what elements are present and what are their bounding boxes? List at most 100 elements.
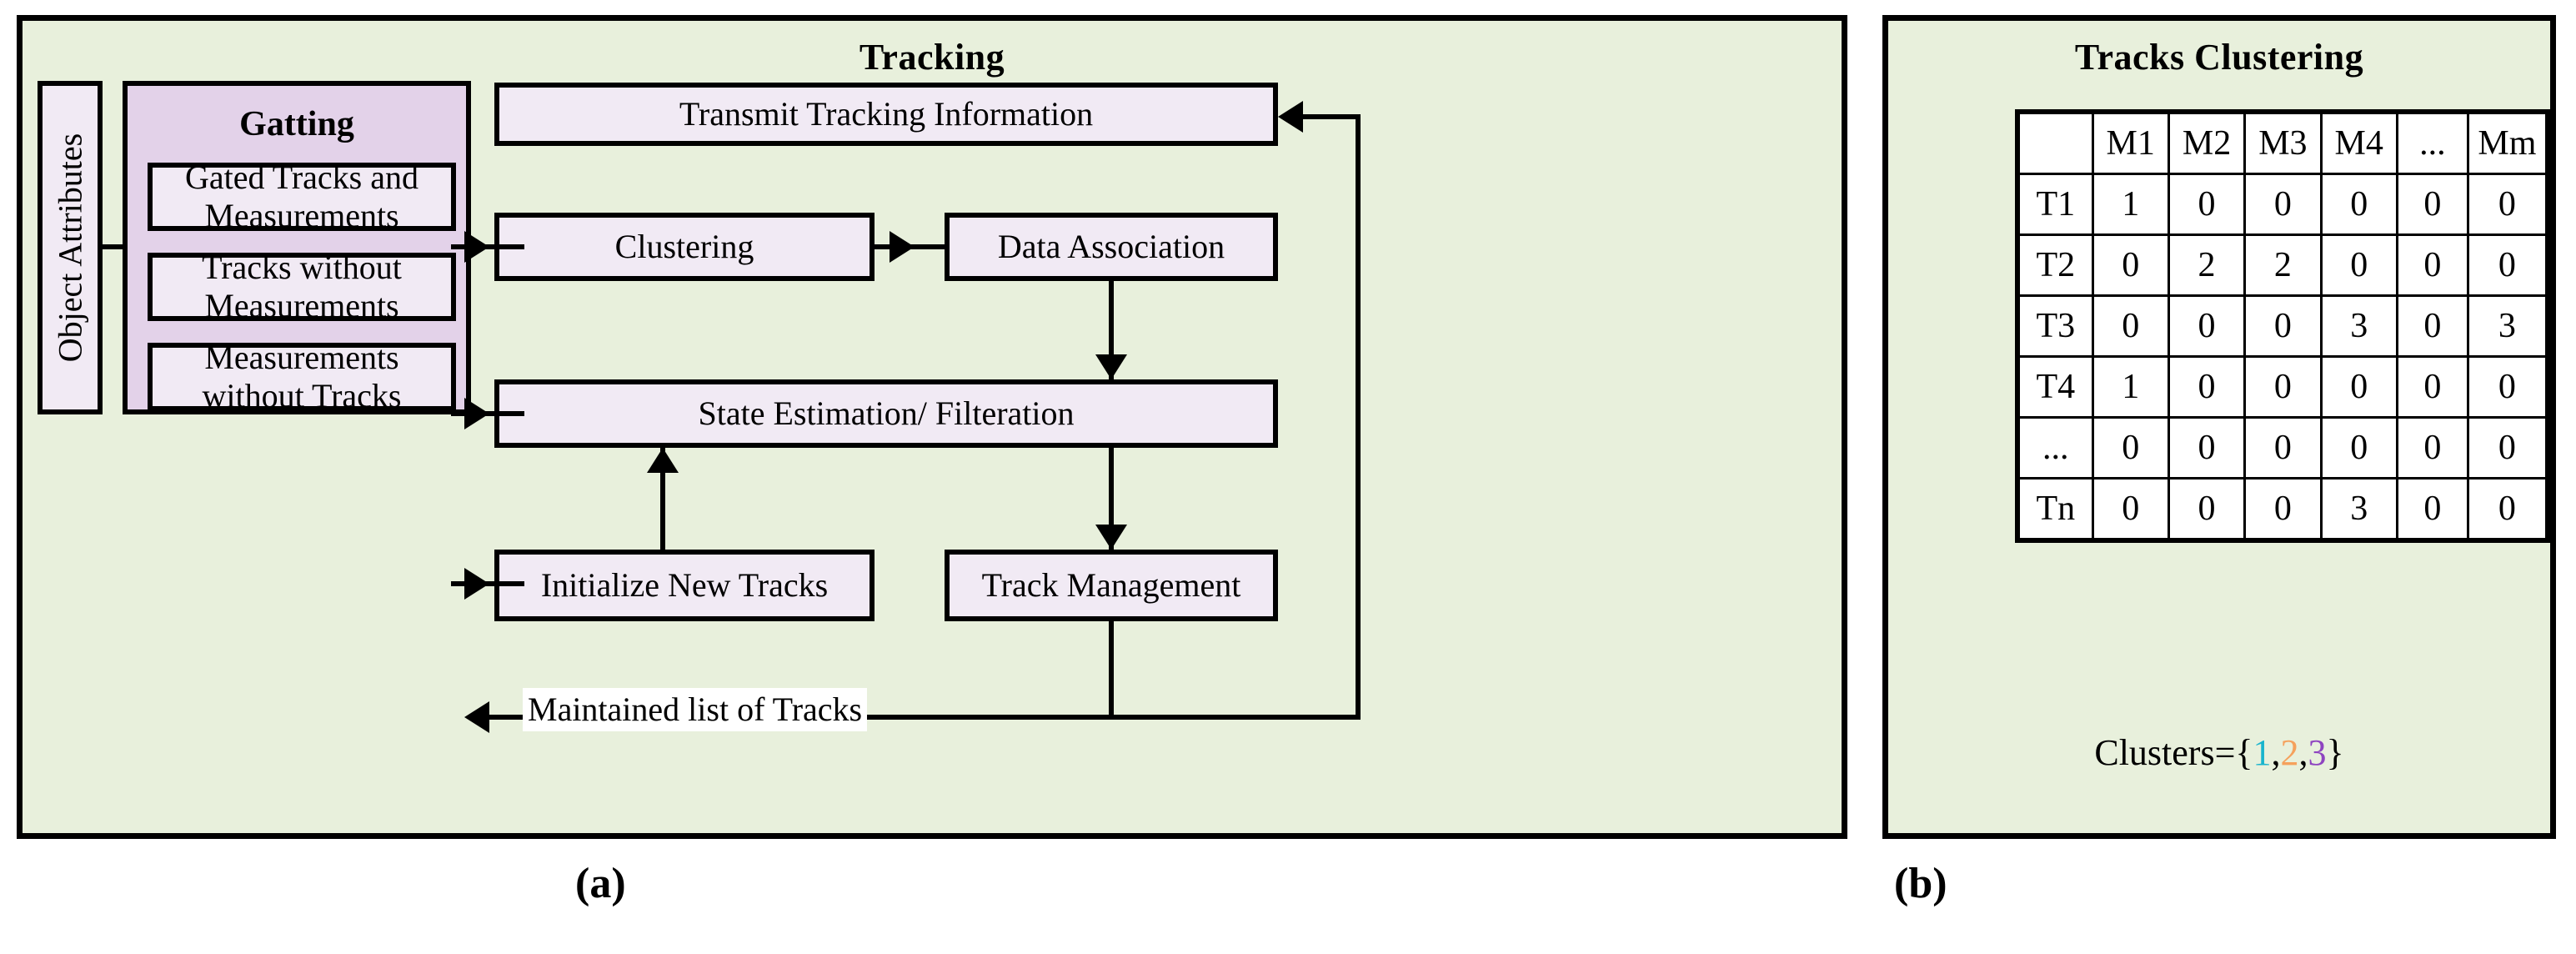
edge-riser-to-transmit: [1283, 114, 1360, 119]
arrowhead-riser-to-transmit: [1278, 101, 1303, 133]
cluster-id-1: 1: [2253, 732, 2272, 773]
tracks-without-measurements-box[interactable]: Tracks without Measurements: [148, 249, 456, 324]
arrowhead-measurements-without-to-initialize: [464, 568, 489, 600]
tracking-panel-title: Tracking: [859, 37, 1005, 78]
matrix-cell: 3: [2319, 477, 2398, 542]
matrix-cell: 1: [2091, 173, 2170, 236]
object-attributes-block: Object Attributes: [38, 81, 103, 414]
track-management-box[interactable]: Track Management: [945, 550, 1278, 621]
arrowhead-initialize-to-state-estimation: [647, 448, 679, 473]
matrix-corner-cell: [2016, 110, 2094, 175]
matrix-cell: 0: [2243, 173, 2323, 236]
arrowhead-clustering-to-data-association: [890, 231, 915, 263]
object-attributes-label: Object Attributes: [51, 133, 89, 363]
matrix-cell: 3: [2466, 294, 2549, 358]
matrix-cell: 0: [2243, 294, 2323, 358]
edge-data-association-to-state-estimation: [1109, 279, 1114, 381]
matrix-cell: 0: [2167, 355, 2247, 419]
matrix-cell: 0: [2466, 233, 2549, 297]
state-estimation-filteration-box[interactable]: State Estimation/ Filteration: [494, 379, 1278, 448]
matrix-cell: 0: [2167, 416, 2247, 480]
tracking-panel: Tracking Object Attributes Gatting Gated…: [17, 15, 1847, 839]
arrowhead-state-estimation-to-track-management: [1095, 525, 1127, 550]
cluster-id-2: 2: [2280, 732, 2299, 773]
matrix-row-header-...: ...: [2016, 416, 2094, 480]
caption-a: (a): [575, 860, 626, 907]
matrix-cell: 0: [2319, 416, 2398, 480]
matrix-cell: 0: [2395, 233, 2469, 297]
data-association-box[interactable]: Data Association: [945, 213, 1278, 281]
edge-track-management-right: [1109, 715, 1361, 720]
matrix-col-header-...: ...: [2395, 110, 2469, 175]
matrix-cell: 0: [2395, 477, 2469, 542]
matrix-col-header-M2: M2: [2167, 110, 2247, 175]
arrowhead-maintained-list-feedback: [464, 701, 489, 733]
matrix-cell: 0: [2466, 355, 2549, 419]
matrix-cell: 0: [2167, 294, 2247, 358]
matrix-cell: 0: [2243, 416, 2323, 480]
matrix-cell: 0: [2319, 233, 2398, 297]
clustering-box[interactable]: Clustering: [494, 213, 875, 281]
matrix-row-header-T3: T3: [2016, 294, 2094, 358]
matrix-cell: 0: [2091, 294, 2170, 358]
matrix-row-header-T2: T2: [2016, 233, 2094, 297]
matrix-cell: 0: [2466, 416, 2549, 480]
cluster-id-3: 3: [2308, 732, 2327, 773]
matrix-col-header-Mm: Mm: [2466, 110, 2549, 175]
matrix-cell: 0: [2243, 477, 2323, 542]
matrix-row-header-T1: T1: [2016, 173, 2094, 236]
edge-right-riser: [1356, 114, 1361, 720]
caption-b: (b): [1894, 860, 1947, 907]
transmit-tracking-information-box[interactable]: Transmit Tracking Information: [494, 83, 1278, 146]
matrix-cell: 0: [2167, 173, 2247, 236]
matrix-cell: 1: [2091, 355, 2170, 419]
clusters-sep-1: ,: [2271, 732, 2281, 773]
matrix-cell: 0: [2091, 416, 2170, 480]
maintained-list-of-tracks-label: Maintained list of Tracks: [523, 688, 868, 731]
matrix-cell: 0: [2167, 477, 2247, 542]
clusters-suffix: }: [2326, 732, 2344, 773]
arrowhead-tracks-without-to-state-estimation: [464, 398, 489, 429]
matrix-cell: 0: [2091, 233, 2170, 297]
matrix-cell: 2: [2243, 233, 2323, 297]
gatting-container: Gatting Gated Tracks and Measurements Tr…: [123, 81, 471, 414]
initialize-new-tracks-box[interactable]: Initialize New Tracks: [494, 550, 875, 621]
arrowhead-gated-to-clustering: [464, 231, 489, 263]
measurements-without-tracks-box[interactable]: Measurements without Tracks: [148, 339, 456, 414]
matrix-row-header-T4: T4: [2016, 355, 2094, 419]
matrix-cell: 0: [2319, 173, 2398, 236]
clusters-sep-2: ,: [2298, 732, 2308, 773]
matrix-cell: 0: [2395, 173, 2469, 236]
matrix-cell: 0: [2466, 477, 2549, 542]
matrix-cell: 0: [2395, 416, 2469, 480]
matrix-cell: 3: [2319, 294, 2398, 358]
matrix-cell: 0: [2091, 477, 2170, 542]
gatted-tracks-and-measurements-box[interactable]: Gated Tracks and Measurements: [148, 158, 456, 234]
edge-state-estimation-to-track-management: [1109, 446, 1114, 551]
matrix-col-header-M4: M4: [2319, 110, 2398, 175]
tracks-clustering-panel-title: Tracks Clustering: [2074, 37, 2364, 78]
matrix-cell: 0: [2243, 355, 2323, 419]
matrix-cell: 0: [2466, 173, 2549, 236]
matrix-col-header-M1: M1: [2091, 110, 2170, 175]
matrix-cell: 0: [2395, 355, 2469, 419]
matrix-col-header-M3: M3: [2243, 110, 2323, 175]
matrix-cell: 0: [2319, 355, 2398, 419]
clusters-prefix: Clusters={: [2094, 732, 2253, 773]
matrix-cell: 2: [2167, 233, 2247, 297]
matrix-row-header-Tn: Tn: [2016, 477, 2094, 542]
edge-initialize-to-state-estimation: [660, 448, 665, 551]
gatting-title: Gatting: [239, 105, 354, 143]
clusters-summary: Clusters={1,2,3}: [1888, 731, 2550, 774]
matrix-cell: 0: [2395, 294, 2469, 358]
edge-track-management-down: [1109, 618, 1114, 720]
